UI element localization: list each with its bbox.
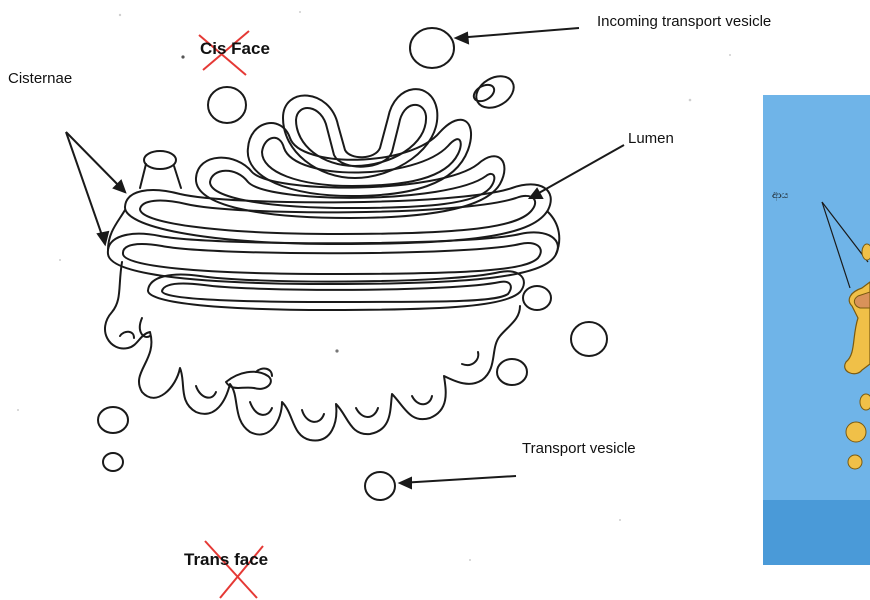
vesicle (497, 359, 527, 385)
cisterna-4 (125, 184, 551, 244)
panel-background (763, 95, 870, 565)
label-trans-face: Trans face (184, 550, 268, 570)
label-lumen: Lumen (628, 130, 674, 147)
golgi-apparatus (98, 28, 607, 500)
label-cis-face: Cis Face (200, 39, 270, 59)
vesicle (208, 87, 246, 123)
arrow-transport (400, 476, 516, 483)
colored-golgi-panel (763, 95, 870, 565)
arrow-cisternae-2 (66, 132, 105, 244)
vesicle (571, 322, 607, 356)
arrow-cisternae-1 (66, 132, 125, 192)
vesicle (103, 453, 123, 471)
incoming-vesicle (410, 28, 454, 68)
vesicle (471, 70, 520, 114)
tube-stub (140, 164, 181, 188)
cross-outs (199, 31, 263, 598)
trans-golgi-network (105, 262, 520, 440)
label-incoming-transport-vesicle: Incoming transport vesicle (597, 13, 771, 30)
vesicle (98, 407, 128, 433)
panel-floor (763, 500, 870, 565)
paper-specks (17, 11, 731, 561)
arrows (66, 28, 624, 488)
cisterna-rim (548, 212, 559, 254)
vesicle (144, 151, 176, 169)
label-cisternae: Cisternae (8, 70, 72, 87)
label-transport-vesicle: Transport vesicle (522, 440, 636, 457)
transport-vesicle (365, 472, 395, 500)
cisterna-5 (108, 232, 558, 284)
cisterna-6 (148, 271, 524, 310)
vesicle-inner (471, 81, 497, 104)
vesicle (523, 286, 551, 310)
panel-label: ආය (772, 190, 788, 201)
arrow-incoming (456, 28, 579, 38)
arrow-lumen (530, 145, 624, 198)
